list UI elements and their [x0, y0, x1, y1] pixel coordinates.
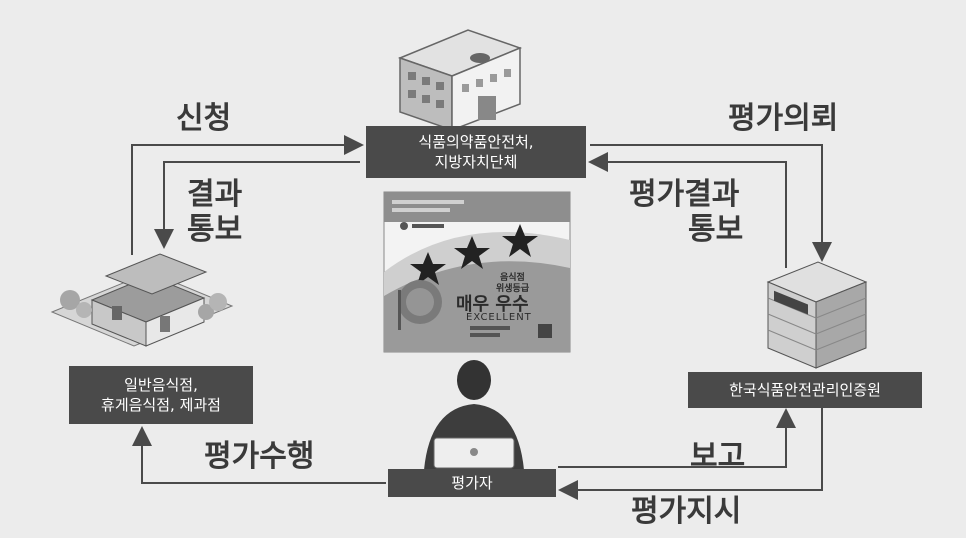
certificate-category-1: 음식점 — [500, 273, 525, 283]
certificate-grade: 매우 우수 — [456, 294, 529, 315]
arrow-result-notice — [154, 161, 360, 249]
grade-star-icon — [410, 252, 446, 285]
report-label: 보고 — [690, 439, 746, 474]
government-building-icon — [397, 29, 523, 132]
restaurant-node: 일반음식점, 휴게음식점, 제과점 — [69, 366, 253, 424]
arrow-apply — [131, 135, 364, 255]
institute-node-label: 한국식품안전관리인증원 — [729, 381, 881, 399]
certificate-category-2: 위생등급 — [496, 284, 530, 294]
ministry-node-line2: 지방자치단체 — [434, 153, 518, 171]
arrow-eval-instruction — [558, 402, 823, 500]
evaluator-person-icon — [424, 360, 524, 470]
arrow-report — [558, 408, 796, 468]
institute-node: 한국식품안전관리인증원 — [688, 372, 922, 408]
arrow-eval-result — [588, 152, 787, 268]
eval-instruction-label: 평가지시 — [631, 494, 742, 529]
ministry-node: 식품의약품안전처, 지방자치단체 — [366, 126, 586, 178]
eval-request-label: 평가의뢰 — [728, 101, 839, 136]
eval-result-label-2: 통보 — [688, 212, 744, 247]
arrow-perform-eval — [132, 426, 386, 484]
institute-building-icon — [766, 261, 868, 369]
restaurant-node-line2: 휴게음식점, 제과점 — [101, 396, 221, 414]
perform-eval-label: 평가수행 — [204, 439, 315, 474]
ministry-node-line1: 식품의약품안전처, — [418, 133, 534, 151]
certificate-grade-en: EXCELLENT — [466, 312, 532, 323]
grade-star-icon — [502, 224, 538, 257]
grade-star-icon — [454, 236, 490, 269]
arrow-eval-request — [590, 144, 832, 262]
result-notice-label-2: 통보 — [187, 212, 243, 247]
evaluator-node-label: 평가자 — [451, 474, 493, 492]
apply-label: 신청 — [176, 101, 232, 136]
evaluator-node: 평가자 — [388, 469, 556, 497]
result-notice-label-1: 결과 — [187, 177, 243, 212]
eval-result-label-1: 평가결과 — [629, 177, 740, 212]
restaurant-node-line1: 일반음식점, — [124, 376, 198, 394]
certificate-image — [383, 191, 571, 353]
restaurant-building-icon — [50, 253, 234, 347]
